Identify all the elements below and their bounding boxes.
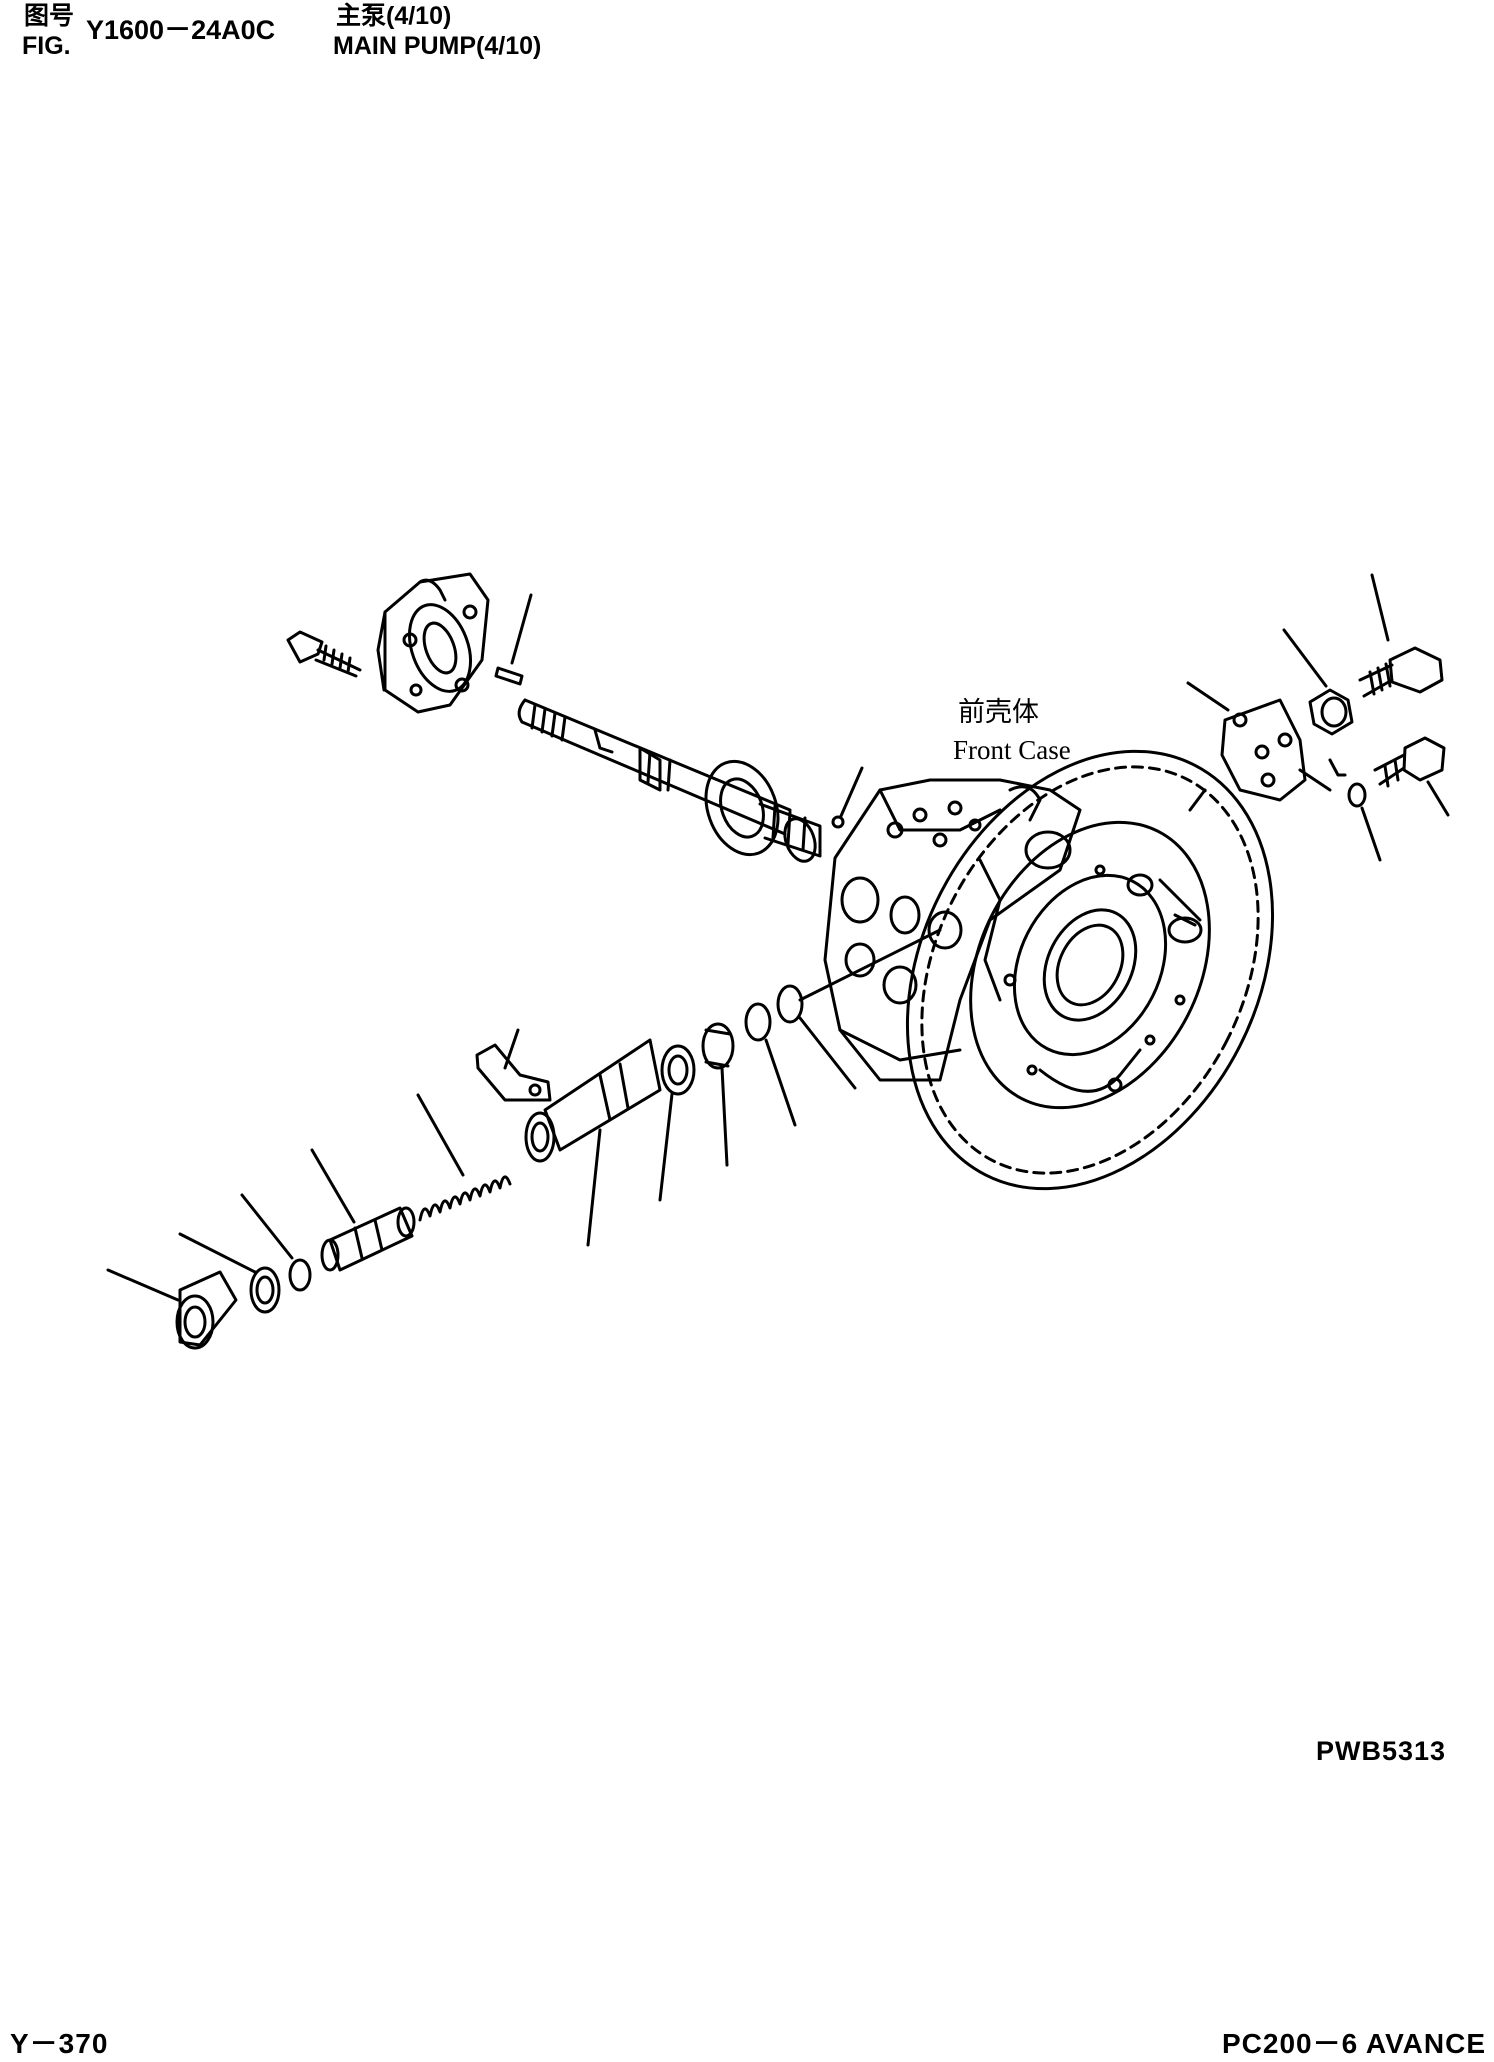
oil-seal — [658, 1044, 696, 1202]
o-ring — [240, 1193, 312, 1292]
bearing-ring — [701, 1022, 735, 1167]
washer-lock — [1328, 758, 1382, 862]
front-case-label-en: Front Case — [953, 735, 1071, 765]
plug-small — [831, 766, 864, 829]
plug-cap — [106, 1268, 238, 1350]
fig-label-cn: 图号 — [24, 2, 75, 30]
title-cn: 主泵(4/10) — [336, 2, 452, 30]
pin — [494, 593, 533, 686]
bolt-lower-right — [1373, 736, 1450, 817]
model-name: PC200－6 AVANCE — [1222, 2028, 1487, 2059]
fig-number: Y1600－24A0C — [86, 15, 276, 45]
front-cover-flange — [376, 572, 490, 714]
title-en: MAIN PUMP(4/10) — [333, 32, 542, 60]
drawing-code: PWB5313 — [1316, 1736, 1447, 1766]
leader-washer — [1298, 768, 1332, 792]
spring — [416, 1093, 512, 1222]
washer — [178, 1232, 281, 1314]
front-case — [823, 778, 1082, 1082]
bracket-stopper — [475, 1028, 552, 1102]
pump-shaft — [524, 1038, 662, 1247]
piston — [310, 1148, 416, 1272]
front-case-label-cn: 前壳体 — [958, 697, 1039, 727]
flywheel-housing — [905, 749, 1275, 1191]
hex-nut — [1282, 628, 1354, 736]
seal-ring-1 — [776, 984, 857, 1090]
fig-label-en: FIG. — [22, 32, 71, 60]
assembly-line — [798, 928, 942, 1002]
page-number: Y－370 — [10, 2028, 109, 2059]
bolt-upper-left — [286, 630, 362, 678]
seal-ring-2 — [744, 1002, 797, 1127]
adapter-plate — [1186, 681, 1307, 802]
bolt-upper-right — [1358, 573, 1444, 698]
drive-shaft — [517, 698, 822, 863]
